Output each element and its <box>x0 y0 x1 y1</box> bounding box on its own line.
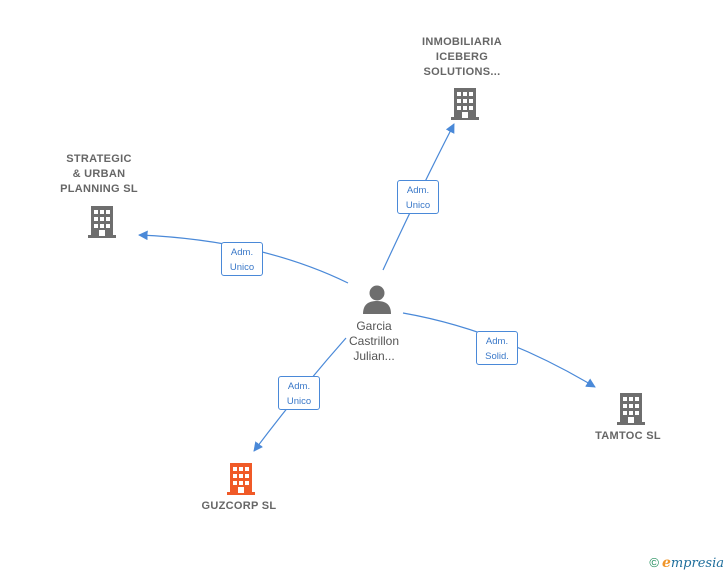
edge-label-line: Unico <box>405 200 431 211</box>
edge-label-line: Adm. <box>287 381 311 392</box>
company-label-line: INMOBILIARIA <box>422 36 502 48</box>
footer-brand[interactable]: ©empresia <box>649 555 724 571</box>
company-label-strategic[interactable]: STRATEGIC & URBAN PLANNING SL <box>45 152 153 197</box>
building-icon-highlight[interactable] <box>225 461 257 500</box>
building-icon[interactable] <box>615 391 647 430</box>
edge-label-line: Unico <box>229 262 255 273</box>
person-name-line: Castrillon <box>348 334 399 348</box>
company-label-line: GUZCORP SL <box>201 500 277 512</box>
person-name-line: Garcia <box>356 319 392 333</box>
brand-logo-initial: e <box>661 555 671 571</box>
company-label-tamtoc[interactable]: TAMTOC SL <box>582 429 674 444</box>
company-label-guzcorp[interactable]: GUZCORP SL <box>186 499 292 514</box>
person-icon[interactable] <box>361 284 393 319</box>
company-label-inmobiliaria[interactable]: INMOBILIARIA ICEBERG SOLUTIONS... <box>404 35 520 80</box>
building-icon-svg <box>451 88 479 120</box>
edge-label-inmobiliaria[interactable]: Adm. Unico <box>397 180 439 214</box>
edge-label-strategic[interactable]: Adm. Unico <box>221 242 263 276</box>
edge-label-line: Solid. <box>485 351 509 362</box>
person-name-line: Julian... <box>353 349 395 363</box>
company-label-line: PLANNING SL <box>60 183 138 195</box>
copyright-icon: © <box>649 555 659 570</box>
company-label-line: ICEBERG <box>435 51 489 63</box>
building-icon[interactable] <box>86 204 118 243</box>
person-name[interactable]: Garcia Castrillon Julian... <box>334 319 414 364</box>
building-icon-svg <box>617 393 645 425</box>
brand-logo-text: mpresia <box>670 556 724 571</box>
company-label-line: & URBAN <box>72 168 126 180</box>
edge-label-tamtoc[interactable]: Adm. Solid. <box>476 331 518 365</box>
company-label-line: TAMTOC SL <box>595 430 661 442</box>
building-icon-svg <box>227 463 255 495</box>
edge-label-line: Adm. <box>406 185 430 196</box>
company-label-line: STRATEGIC <box>66 153 132 165</box>
edge-label-line: Unico <box>286 396 312 407</box>
edge-label-guzcorp[interactable]: Adm. Unico <box>278 376 320 410</box>
building-icon-svg <box>88 206 116 238</box>
edge-label-line: Adm. <box>485 336 509 347</box>
building-icon[interactable] <box>449 86 481 125</box>
company-label-line: SOLUTIONS... <box>423 66 501 78</box>
edge-label-line: Adm. <box>230 247 254 258</box>
